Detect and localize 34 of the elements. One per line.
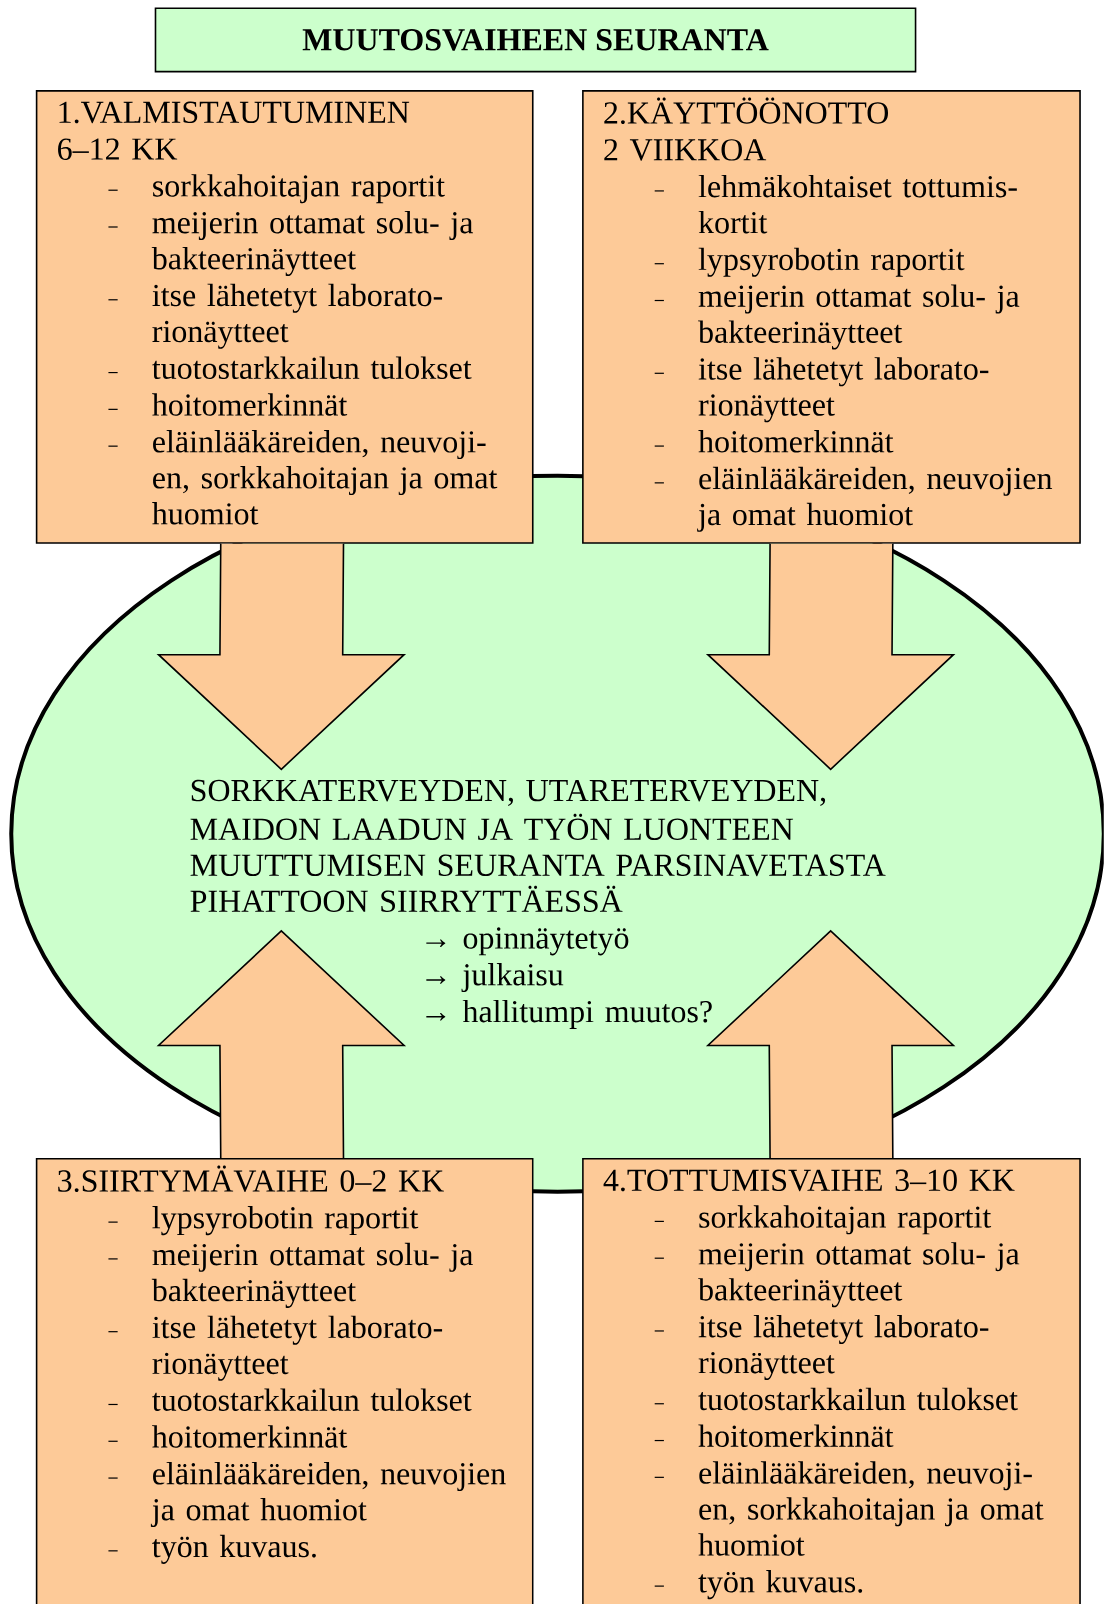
list-item: sorkkahoitajan raportit	[654, 1205, 992, 1235]
list-item: tuotostarkkailun tulokset	[107, 356, 472, 380]
stage-box	[35, 90, 534, 544]
block-arrow	[156, 543, 407, 771]
list-item: sorkkahoitajan raportit	[107, 174, 445, 204]
stage-box	[582, 90, 1081, 544]
heading: 4.TOTTUMISVAIHE 3–10 KK	[603, 1169, 1015, 1192]
heading: 6–12 KK	[58, 138, 178, 160]
block-arrow	[705, 543, 956, 771]
heading: 2.KÄYTTÖÖNOTTO	[604, 97, 889, 124]
heading: 3.SIIRTYMÄVAIHE 0–2 KK	[58, 1165, 444, 1192]
list-item: lypsyrobotin raportit	[107, 1206, 419, 1236]
list-item: tuotostarkkailun tulokset	[107, 1388, 472, 1411]
block-arrow	[156, 929, 407, 1159]
list-item: hoitomerkinnät	[654, 430, 894, 453]
list-item: hoitomerkinnät	[107, 393, 348, 416]
list-item: hoitomerkinnät	[107, 1425, 348, 1448]
list-item: työn kuvaus.	[654, 1570, 863, 1600]
list-item: työn kuvaus.	[107, 1534, 316, 1564]
outcome-item: → opinnäytetyö	[426, 927, 629, 956]
list-item: eläinlääkäreiden, neuvoji- en, sorkkahoitajan ja omat huomiot	[107, 430, 498, 525]
list-item: eläinlääkäreiden, neuvojien ja omat huomiot	[654, 466, 1053, 532]
list-item: lypsyrobotin raportit	[654, 247, 965, 277]
title-box: MUUTOSVAIHEEN SEURANTA	[154, 7, 917, 73]
outcome-item: → hallitumpi muutos?	[426, 999, 712, 1029]
stage-box	[582, 1158, 1081, 1604]
center-text: SORKKATERVEYDEN, UTARETERVEYDEN, MAIDON LAADUN JA TYÖN LUONTEEN MUUTTUMISEN SEURANTA PARSINAVETASTA PIHATTOON SIIRRYTTÄESSÄ	[190, 779, 886, 912]
list-item: tuotostarkkailun tulokset	[654, 1387, 1018, 1411]
stage-box	[35, 1158, 534, 1604]
block-arrow	[705, 929, 956, 1159]
outcome-item: → julkaisu	[426, 963, 564, 993]
list-item: hoitomerkinnät	[654, 1424, 894, 1447]
heading: 2 VIIKKOA	[604, 139, 767, 161]
heading: 1.VALMISTAUTUMINEN	[59, 101, 410, 124]
